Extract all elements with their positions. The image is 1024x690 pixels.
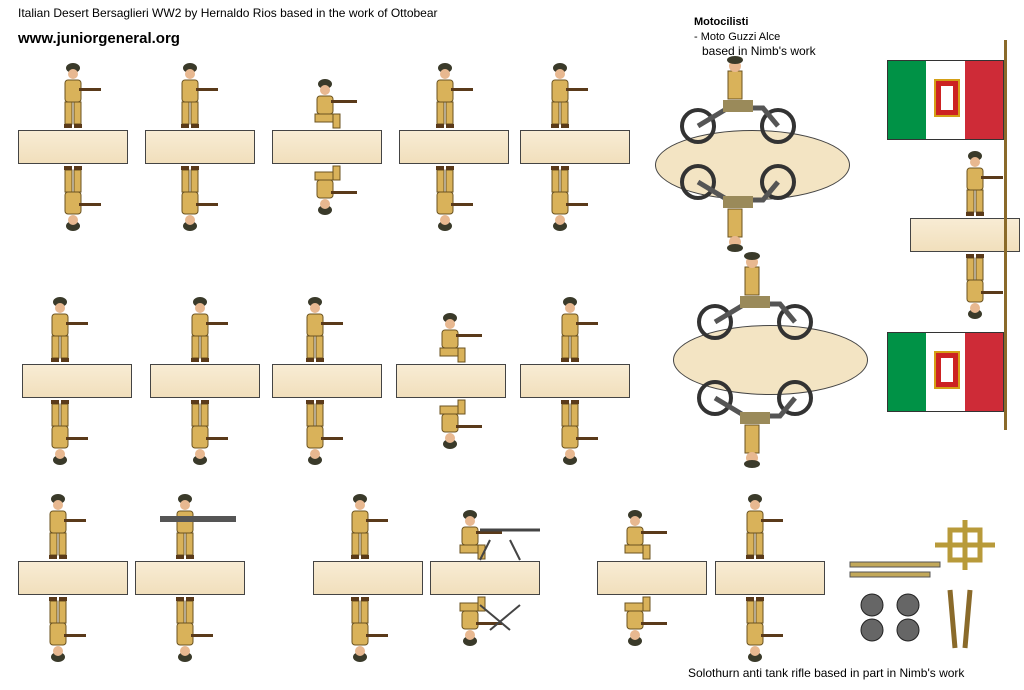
figure-base (272, 364, 382, 398)
figure-base (430, 561, 540, 595)
figure-base (910, 218, 1020, 252)
flag-pole (1004, 40, 1007, 430)
figure-base (18, 130, 128, 164)
motorcycle-title: Motocilisti (694, 16, 749, 28)
figure-base (18, 561, 128, 595)
figure-base (313, 561, 423, 595)
site-url: www.juniorgeneral.org (18, 30, 180, 47)
figure-base (272, 130, 382, 164)
figure-base (597, 561, 707, 595)
figure-base (399, 130, 509, 164)
flag-icon (887, 60, 1004, 140)
figure-base (22, 364, 132, 398)
figure-base (520, 364, 630, 398)
figure-base (135, 561, 245, 595)
motorcycle-base (673, 325, 868, 395)
figure-base (520, 130, 630, 164)
figure-base (150, 364, 260, 398)
flag-icon (887, 332, 1004, 412)
sheet-title: Italian Desert Bersaglieri WW2 by Hernal… (18, 6, 438, 20)
motorcycle-base (655, 130, 850, 200)
figure-base (145, 130, 255, 164)
solothurn-credit: Solothurn anti tank rifle based in part … (688, 666, 965, 680)
motorcycle-model: - Moto Guzzi Alce (694, 31, 781, 43)
figure-base (396, 364, 506, 398)
figure-base (715, 561, 825, 595)
motorcycle-credit: based in Nimb's work (702, 44, 816, 58)
